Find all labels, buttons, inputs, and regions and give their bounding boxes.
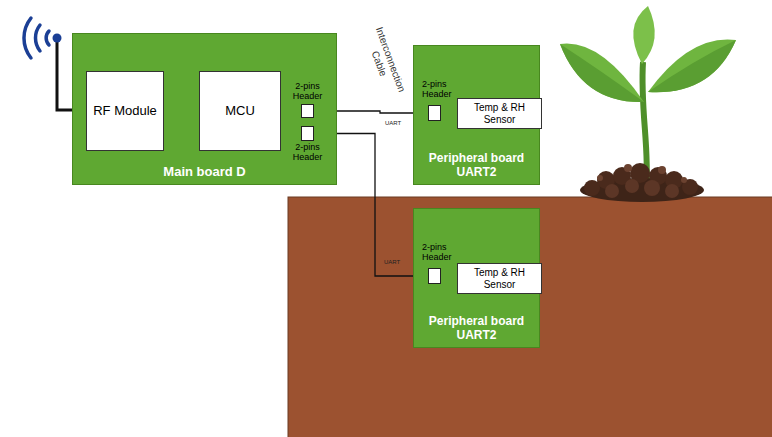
- box-label: RF Module: [90, 104, 160, 119]
- pin-header: 2-pins Header: [301, 104, 314, 118]
- plant-illustration: [560, 6, 736, 202]
- peripheral-board: Peripheral board UART22-pins HeaderTemp …: [413, 45, 540, 185]
- board-title: Peripheral board UART2: [417, 315, 537, 343]
- header-label: 2-pins Header: [422, 243, 462, 263]
- plant-leaf: [648, 39, 736, 92]
- cable-note: Interconnection Cable: [361, 20, 410, 103]
- signal-name: UART: [384, 120, 402, 126]
- soil-mound: [580, 163, 704, 202]
- plant-leaf-shade: [560, 44, 644, 102]
- plant-leaf-shade: [648, 40, 736, 92]
- plant-leaf: [560, 43, 644, 102]
- soil-ground: [288, 197, 772, 437]
- box-label: MCU: [222, 104, 258, 119]
- sensor-box: Temp & RH Sensor: [457, 98, 542, 129]
- header-label: 2-pins Header: [422, 80, 462, 100]
- pin-header: 2-pins Header: [301, 126, 314, 141]
- antenna-dot: [53, 34, 62, 43]
- box-label: Temp & RH Sensor: [458, 267, 541, 290]
- wireless-wave: [35, 25, 40, 51]
- rf-module-box: RF Module: [86, 71, 164, 151]
- wireless-wave: [46, 31, 49, 45]
- header-label: 2-pins Header: [288, 82, 328, 102]
- plant-leaf: [633, 6, 654, 64]
- pin-header: 2-pins Header: [428, 105, 441, 121]
- board-title: Main board D: [105, 165, 305, 180]
- mcu-box: MCU: [199, 71, 281, 151]
- signal-name: UART: [383, 259, 401, 265]
- box-label: Temp & RH Sensor: [458, 102, 541, 125]
- board-title: Peripheral board UART2: [417, 152, 537, 180]
- pin-header: 2-pins Header: [428, 268, 441, 284]
- wireless-wave: [24, 18, 31, 58]
- header-label: 2-pins Header: [288, 143, 328, 163]
- main-board: Main board D RF Module MCU 2-pins Header 2-p…: [72, 33, 337, 185]
- sensor-box: Temp & RH Sensor: [457, 263, 542, 294]
- peripheral-board: Peripheral board UART22-pins HeaderTemp …: [413, 208, 540, 348]
